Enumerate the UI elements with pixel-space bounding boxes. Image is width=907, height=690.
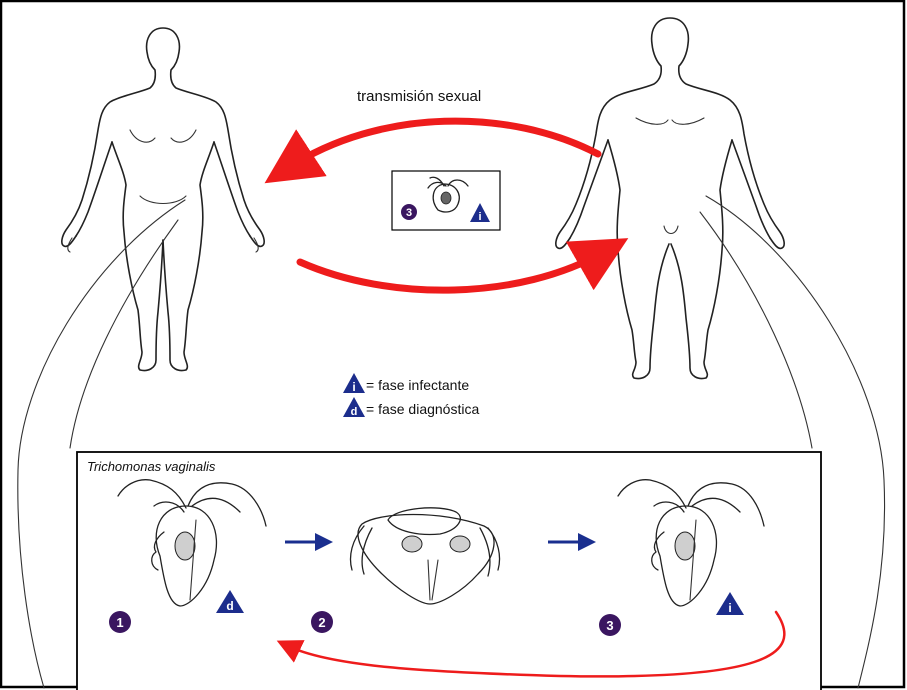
legend-diagnostic-text: = fase diagnóstica — [366, 401, 479, 417]
arrow-female-to-male — [300, 252, 604, 290]
stage-1-diagnostic-badge-text: d — [226, 599, 233, 613]
legend-diagnostic-glyph: d — [351, 406, 358, 418]
legend-infective-text: = fase infectante — [366, 377, 469, 393]
box-title: Trichomonas vaginalis — [87, 459, 216, 474]
life-cycle-box — [77, 452, 821, 690]
stage-1-number-text: 1 — [116, 615, 123, 630]
female-figure — [62, 28, 264, 371]
center-stage-number-text: 3 — [406, 207, 412, 219]
center-infective-badge-text: i — [478, 211, 481, 223]
arrow-male-to-female — [288, 121, 598, 168]
male-to-box-curve-inner — [700, 212, 812, 448]
legend-infective-glyph: i — [352, 380, 355, 394]
stage-3-infective-badge-text: i — [728, 601, 731, 615]
center-stage-box: 3 i — [392, 171, 500, 230]
legend: i = fase infectante d = fase diagnóstica — [343, 373, 479, 418]
male-figure — [556, 18, 784, 379]
stage-3-number-text: 3 — [606, 618, 613, 633]
transmission-label: transmisión sexual — [357, 88, 481, 105]
stage-2-number-text: 2 — [318, 615, 325, 630]
